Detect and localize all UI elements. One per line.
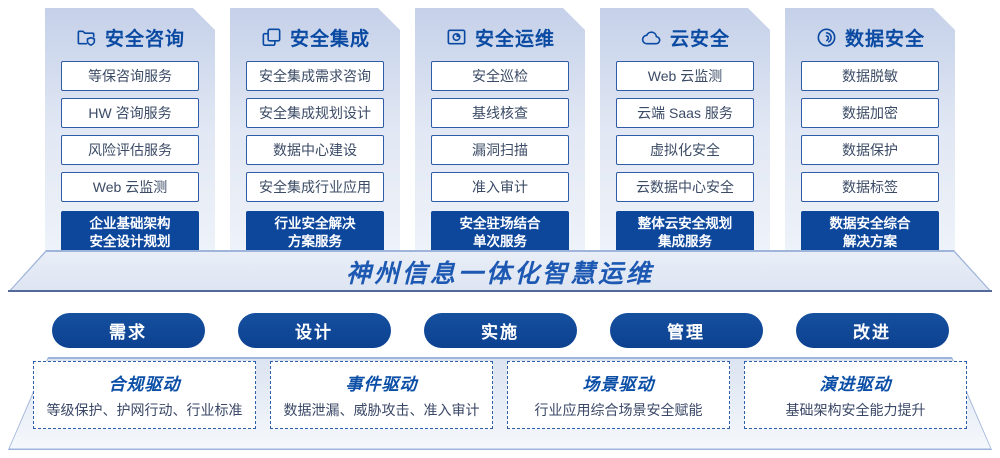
highlight-line: 安全驻场结合 — [459, 216, 541, 232]
pill-requirement: 需求 — [51, 313, 205, 348]
column-title: 安全咨询 — [104, 28, 185, 50]
column-header: 数据安全 — [785, 23, 955, 51]
service-item-list: Web 云监测 云端 Saas 服务 虚拟化安全 云数据中心安全 — [616, 61, 754, 202]
service-item: 基线核查 — [431, 98, 569, 128]
service-item: 数据脱敏 — [801, 61, 939, 91]
service-item-list: 安全巡检 基线核查 漏洞扫描 准入审计 — [431, 61, 569, 202]
ops-monitor-icon — [445, 26, 468, 49]
integration-copy-icon — [260, 26, 283, 49]
column-cloud-security: 云安全 Web 云监测 云端 Saas 服务 虚拟化安全 云数据中心安全 整体云… — [600, 8, 770, 251]
service-item: 虚拟化安全 — [616, 135, 754, 165]
cloud-icon — [640, 26, 663, 49]
service-item: 数据加密 — [801, 98, 939, 128]
service-item: HW 咨询服务 — [61, 98, 199, 128]
highlight-solution-box: 整体云安全规划 集成服务 — [616, 211, 754, 251]
column-title: 安全集成 — [289, 28, 370, 50]
service-item-list: 等保咨询服务 HW 咨询服务 风险评估服务 Web 云监测 — [61, 61, 199, 202]
service-item: Web 云监测 — [616, 61, 754, 91]
driver-title: 事件驱动 — [345, 375, 418, 394]
service-item: 准入审计 — [431, 172, 569, 202]
folder-shield-icon — [75, 26, 98, 49]
service-item-list: 数据脱敏 数据加密 数据保护 数据标签 — [801, 61, 939, 202]
driver-box-row: 合规驱动 等级保护、护网行动、行业标准 事件驱动 数据泄漏、威胁攻击、准入审计 … — [0, 361, 1000, 429]
highlight-line: 企业基础架构 — [89, 216, 171, 232]
process-pill-row: 需求 设计 实施 管理 改进 — [0, 313, 1000, 348]
column-security-consulting: 安全咨询 等保咨询服务 HW 咨询服务 风险评估服务 Web 云监测 企业基础架… — [45, 8, 215, 251]
pill-implementation: 实施 — [423, 313, 577, 348]
service-item: 安全巡检 — [431, 61, 569, 91]
service-item: 安全集成行业应用 — [246, 172, 384, 202]
pill-management: 管理 — [609, 313, 763, 348]
column-security-integration: 安全集成 安全集成需求咨询 安全集成规划设计 数据中心建设 安全集成行业应用 行… — [230, 8, 400, 251]
driver-title: 合规驱动 — [108, 375, 181, 394]
driver-incident: 事件驱动 数据泄漏、威胁攻击、准入审计 — [270, 361, 493, 429]
banner-title: 神州信息一体化智慧运维 — [345, 259, 654, 288]
service-item: 安全集成需求咨询 — [246, 61, 384, 91]
service-item: 漏洞扫描 — [431, 135, 569, 165]
highlight-solution-box: 行业安全解决 方案服务 — [246, 211, 384, 251]
column-title: 云安全 — [669, 28, 730, 50]
service-item: 数据中心建设 — [246, 135, 384, 165]
service-item-list: 安全集成需求咨询 安全集成规划设计 数据中心建设 安全集成行业应用 — [246, 61, 384, 202]
service-item: 数据保护 — [801, 135, 939, 165]
pill-improvement: 改进 — [795, 313, 949, 348]
service-item: 云数据中心安全 — [616, 172, 754, 202]
driver-desc: 等级保护、护网行动、行业标准 — [46, 402, 243, 418]
driver-compliance: 合规驱动 等级保护、护网行动、行业标准 — [33, 361, 256, 429]
highlight-solution-box: 企业基础架构 安全设计规划 — [61, 211, 199, 251]
driver-title: 演进驱动 — [819, 375, 892, 394]
service-item: 安全集成规划设计 — [246, 98, 384, 128]
column-title: 数据安全 — [844, 28, 925, 50]
column-header: 云安全 — [600, 23, 770, 51]
service-item: 风险评估服务 — [61, 135, 199, 165]
highlight-line: 解决方案 — [843, 234, 897, 249]
column-security-operations: 安全运维 安全巡检 基线核查 漏洞扫描 准入审计 安全驻场结合 单次服务 — [415, 8, 585, 251]
column-header: 安全运维 — [415, 23, 585, 51]
highlight-line: 单次服务 — [473, 234, 527, 249]
banner-bottom-line — [8, 290, 992, 292]
banner-platform-surface: 神州信息一体化智慧运维 — [9, 251, 991, 292]
driver-scenario: 场景驱动 行业应用综合场景安全赋能 — [507, 361, 730, 429]
pill-design: 设计 — [237, 313, 391, 348]
highlight-line: 数据安全综合 — [829, 216, 911, 232]
driver-desc: 基础架构安全能力提升 — [785, 402, 926, 418]
service-item: 数据标签 — [801, 172, 939, 202]
highlight-line: 整体云安全规划 — [637, 216, 733, 232]
banner-platform: 神州信息一体化智慧运维 — [8, 250, 992, 292]
highlight-solution-box: 数据安全综合 解决方案 — [801, 211, 939, 251]
column-title: 安全运维 — [474, 28, 555, 50]
highlight-solution-box: 安全驻场结合 单次服务 — [431, 211, 569, 251]
highlight-line: 行业安全解决 — [274, 216, 356, 232]
column-header: 安全集成 — [230, 23, 400, 51]
service-item: Web 云监测 — [61, 172, 199, 202]
column-header: 安全咨询 — [45, 23, 215, 51]
driver-desc: 行业应用综合场景安全赋能 — [534, 402, 703, 418]
highlight-line: 安全设计规划 — [89, 234, 171, 249]
fingerprint-icon — [815, 26, 838, 49]
service-item: 等保咨询服务 — [61, 61, 199, 91]
driver-evolution: 演进驱动 基础架构安全能力提升 — [744, 361, 967, 429]
service-item: 云端 Saas 服务 — [616, 98, 754, 128]
highlight-line: 集成服务 — [658, 234, 712, 249]
driver-title: 场景驱动 — [582, 375, 655, 394]
driver-desc: 数据泄漏、威胁攻击、准入审计 — [283, 402, 480, 418]
highlight-line: 方案服务 — [288, 234, 342, 249]
column-data-security: 数据安全 数据脱敏 数据加密 数据保护 数据标签 数据安全综合 解决方案 — [785, 8, 955, 251]
